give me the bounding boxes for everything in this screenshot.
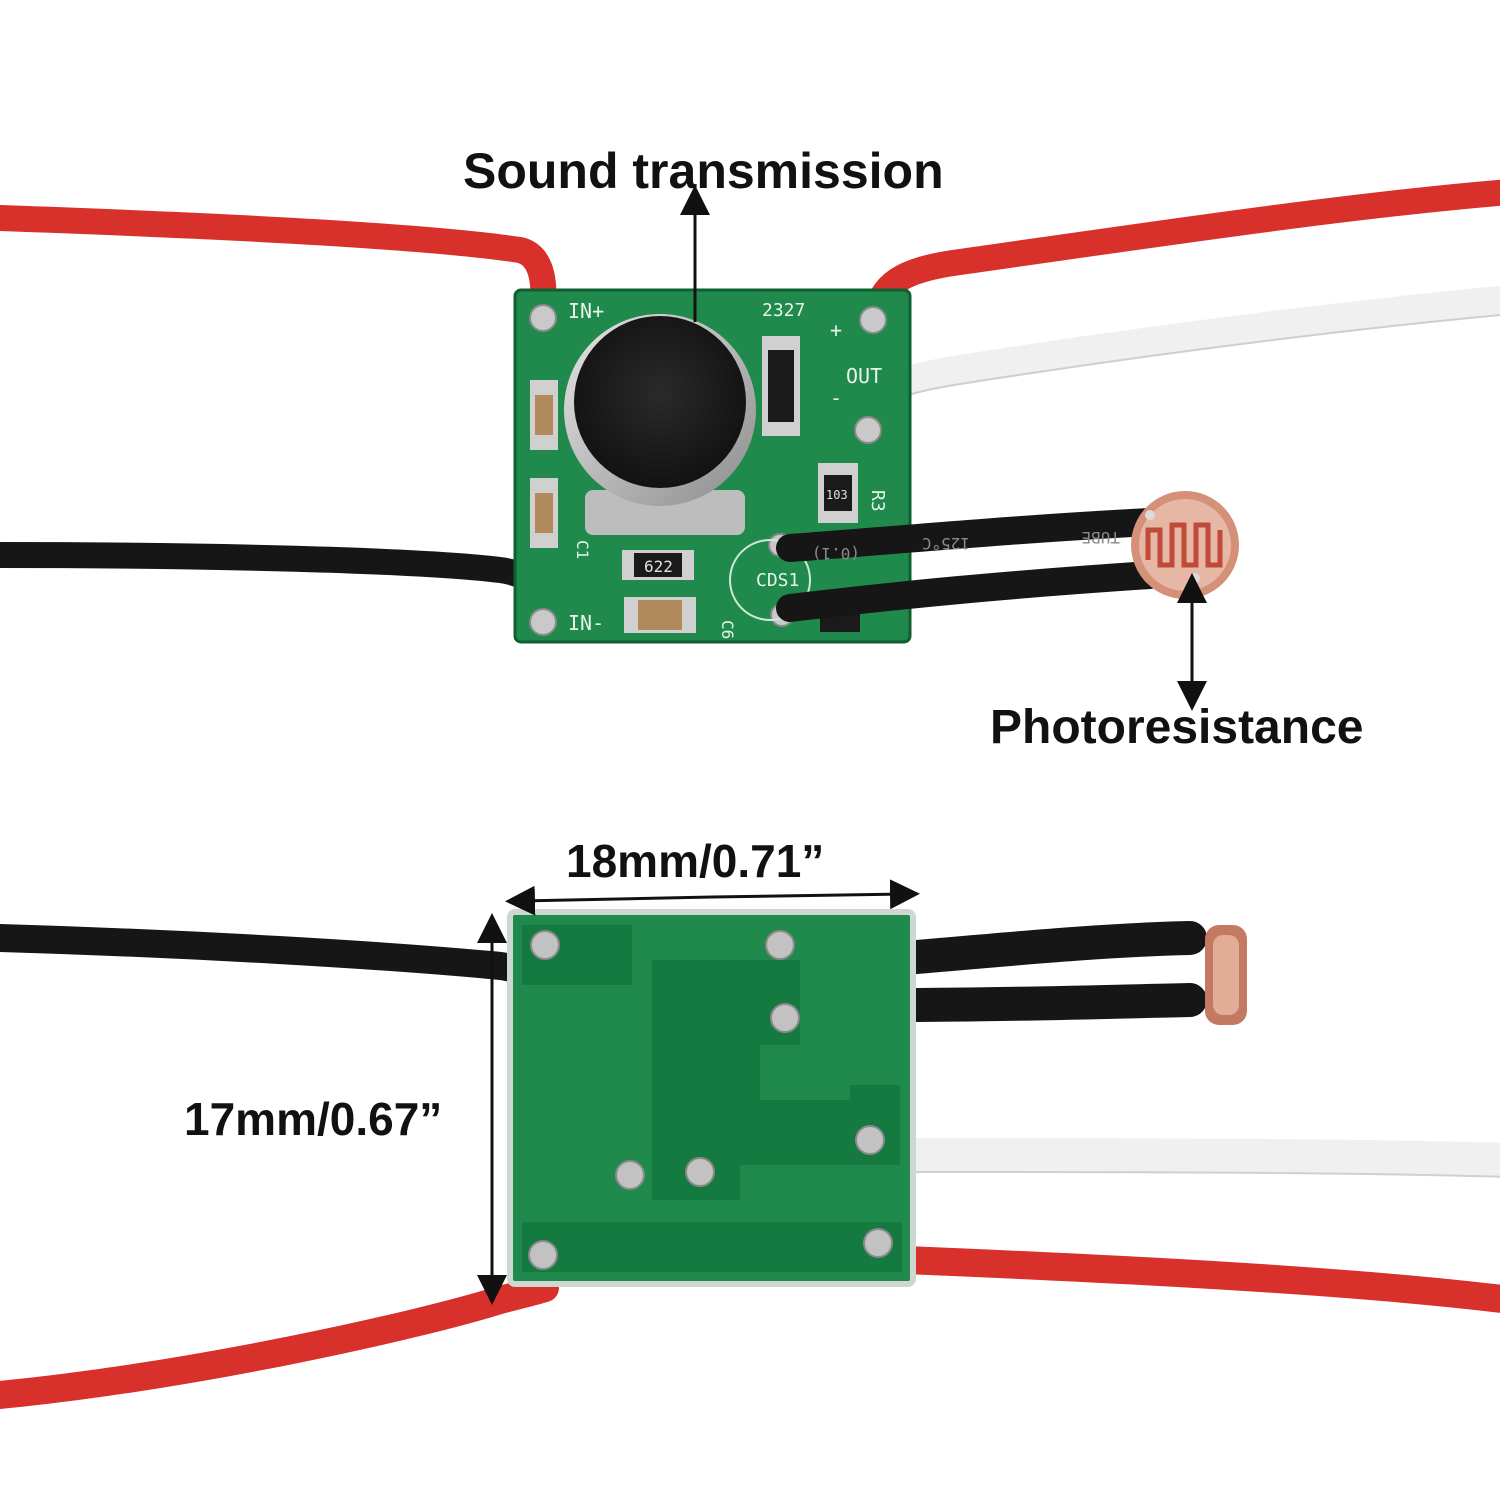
bottom-white-wire	[888, 1138, 1500, 1177]
cable-print-spec: (0.1)	[812, 544, 860, 563]
bottom-photoresistor-lead-lower	[888, 983, 1207, 1022]
silk-cds: CDS1	[756, 570, 799, 591]
chip-code-622: 622	[644, 557, 673, 576]
bottom-photoresistor	[1205, 925, 1247, 1025]
silk-in-plus: IN+	[568, 299, 604, 323]
silk-out: OUT	[846, 364, 882, 388]
height-dimension-label: 17mm/0.67”	[184, 1093, 443, 1145]
bottom-black-wire-left	[0, 924, 534, 984]
cable-print-tube: TUBE	[1081, 528, 1120, 547]
bottom-photoresistor-lead-upper	[888, 921, 1207, 975]
silk-r3: R3	[867, 490, 888, 512]
width-dimension-label: 18mm/0.71”	[566, 835, 825, 887]
photoresistance-label: Photoresistance	[990, 701, 1364, 754]
bottom-red-wire-right	[891, 1246, 1500, 1313]
top-smd-components	[530, 336, 860, 633]
silk-plus: +	[830, 318, 842, 342]
top-red-wire-right	[863, 179, 1500, 331]
chip-code-103: 103	[826, 488, 848, 502]
bottom-module	[0, 879, 1500, 1409]
width-dimension-arrow	[505, 885, 713, 916]
top-pcb-silkscreen: IN+ IN- OUT + - 2327 CDS1 R3 C1 C6 622 1…	[568, 299, 888, 639]
bottom-solder-pads	[528, 930, 893, 1270]
top-black-wire-left	[0, 542, 556, 633]
photoresistor	[1131, 491, 1239, 599]
bottom-red-wire-left	[0, 1274, 559, 1409]
silk-ic-mark: 2327	[762, 300, 805, 321]
sound-transmission-label: Sound transmission	[463, 143, 944, 199]
top-module: IN+ IN- OUT + - 2327 CDS1 R3 C1 C6 622 1…	[0, 179, 1500, 711]
top-red-wire-left	[0, 205, 557, 325]
cable-print-temp: 125°C	[922, 534, 970, 553]
top-white-wire	[855, 285, 1500, 440]
width-dimension-arrow-right	[711, 879, 920, 910]
photoresistor-lead-upper	[776, 508, 1164, 562]
silk-in-minus: IN-	[568, 611, 604, 635]
photoresistor-lead-lower	[776, 561, 1164, 622]
silk-c1: C1	[573, 540, 592, 559]
silk-c6: C6	[718, 620, 737, 639]
microphone-capsule	[564, 314, 756, 535]
silk-minus: -	[830, 386, 842, 410]
cable-print: TUBE 125°C (0.1)	[812, 528, 1120, 563]
